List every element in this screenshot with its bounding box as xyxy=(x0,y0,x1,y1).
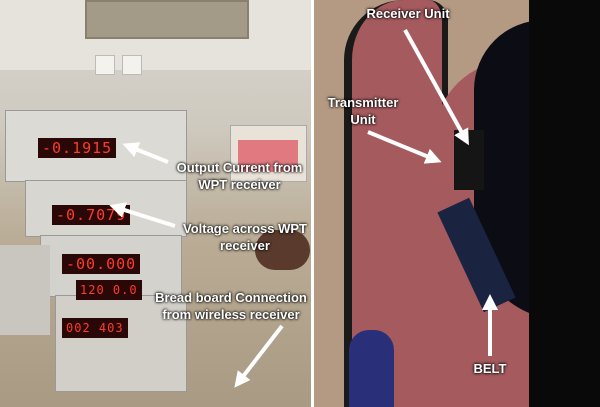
arrow-receiver xyxy=(403,29,469,146)
label-voltage: Voltage across WPT receiver xyxy=(180,220,310,254)
arrow-transmitter xyxy=(367,130,442,164)
arrow-breadboard xyxy=(234,324,284,388)
wall-socket xyxy=(122,55,142,75)
power-supply xyxy=(55,295,187,392)
vent-unit xyxy=(0,245,50,335)
label-line: Transmitter xyxy=(327,95,399,110)
label-output-current: Output Current from WPT receiver xyxy=(172,159,307,193)
label-line: receiver xyxy=(220,238,270,253)
foam-insert xyxy=(238,140,298,172)
lab-bench-photo: -0.1915 -0.7079 -00.000 002 403 120 0.0 xyxy=(0,0,311,407)
label-breadboard: Bread board Connection from wireless rec… xyxy=(150,289,312,323)
notice-board xyxy=(85,0,249,39)
label-line: Unit xyxy=(350,112,376,127)
label-line: from wireless receiver xyxy=(162,307,300,322)
current-display: -0.1915 xyxy=(38,138,117,158)
shoe xyxy=(349,330,394,407)
label-line: Output Current from xyxy=(176,160,303,175)
supply-display-right: 120 0.0 xyxy=(76,280,142,300)
label-line: WPT receiver xyxy=(198,177,281,192)
person-arm xyxy=(529,0,600,407)
chair-belt-photo xyxy=(314,0,600,407)
hand xyxy=(255,230,310,270)
supply-display-left: 002 403 xyxy=(62,318,128,338)
third-display: -00.000 xyxy=(62,254,141,274)
wall-socket xyxy=(95,55,115,75)
label-belt: BELT xyxy=(473,361,507,376)
label-receiver-unit: Receiver Unit xyxy=(366,6,450,21)
label-transmitter-unit: Transmitter Unit xyxy=(320,94,406,128)
arrow-voltage xyxy=(109,202,176,228)
label-line: Voltage across WPT xyxy=(182,221,307,236)
arrow-output-current xyxy=(122,142,169,164)
label-line: Bread board Connection xyxy=(155,290,307,305)
